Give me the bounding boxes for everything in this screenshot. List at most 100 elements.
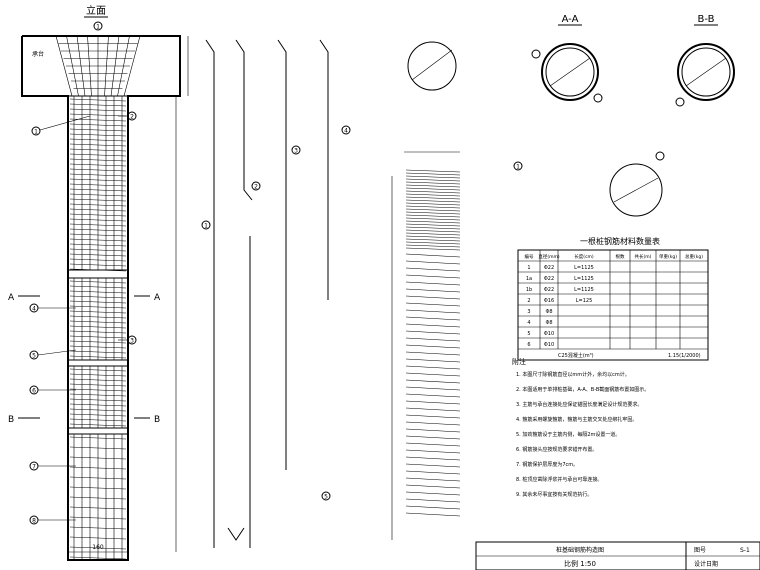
spiral-detail: 1 [391,151,523,540]
table-cell: L=1125 [574,276,594,282]
section-a-outer [541,43,599,101]
table-cell: L=1125 [574,287,594,293]
table-cell: Φ8 [545,309,552,315]
table-header-cell: 编号 [525,253,534,260]
drawing-no: S-1 [740,547,750,554]
section-circle-top [407,41,457,91]
callout-2: 2 [118,111,137,121]
soil-mark: 承台 [32,50,44,58]
cage-flare [55,35,141,97]
callout-6: 6 [29,385,76,395]
elevation-title: 立面 [86,4,106,17]
table-cell: Φ22 [544,287,554,293]
section-b-outer [677,43,735,101]
callout-7: 7 [29,461,76,471]
svg-text:4: 4 [32,306,36,313]
section-b-inner [681,47,731,97]
note-line: 7. 钢筋保护层厚度为7cm。 [516,461,578,468]
table-title: 一根桩钢筋材料数量表 [580,236,660,246]
section-a-title: A-A [562,14,579,25]
table-cell: 4 [527,320,530,326]
table-cell: Φ10 [544,342,554,348]
svg-text:2: 2 [130,114,134,121]
callout-top: 1 [93,21,103,31]
design-date: 设计日期 [694,560,718,568]
section-a-right: A [154,293,161,303]
table-cell: Φ10 [544,331,554,337]
bottom-width: 160 [92,544,104,551]
table-cell: 6 [527,342,530,348]
table-header-cell: 根数 [616,253,625,260]
note-line: 2. 本图适用于单排桩基础，A-A、B-B截面钢筋布置如图示。 [516,386,649,393]
svg-text:7: 7 [32,464,36,471]
drawing-no-label: 图号 [694,547,706,554]
table-cell: Φ22 [544,265,554,271]
callout-3: 3 [118,335,137,345]
svg-text:4: 4 [344,128,348,135]
table-cell: L=1125 [574,265,594,271]
svg-text:3: 3 [294,148,298,155]
table-header-cell: 单重(kg) [659,253,677,260]
bar-detail-4 [319,39,329,300]
notes: 附注 1. 本图尺寸除钢筋直径以mm计外，余均以cm计。 2. 本图适用于单排桩基… [512,357,649,498]
svg-text:3: 3 [130,338,134,345]
scale-text: 比例 1:50 [564,559,596,568]
section-b-title: B-B [698,14,715,25]
callout-4: 4 [29,303,76,313]
table-footer-label: C25混凝土(m³) [558,352,594,359]
section-circle-middle [609,163,663,217]
svg-text:5: 5 [324,494,328,501]
section-circles: A-A B-B [407,14,735,217]
table-header-cell: 总重(kg) [685,253,703,260]
bar-detail-hook [227,527,245,541]
note-line: 3. 主筋与承台连接处应保证锚固长度满足设计规范要求。 [516,401,642,408]
table-cell: 3 [527,309,530,315]
material-table: 一根桩钢筋材料数量表 编号直径(mm) 长度(cm) 根数 共长(m) 单重(kg) 总重… [517,236,709,361]
table-cell: 1b [526,287,532,293]
svg-text:1: 1 [34,129,38,136]
note-line: 1. 本图尺寸除钢筋直径以mm计外，余均以cm计。 [516,371,630,378]
table-cell: Φ8 [545,320,552,326]
note-line: 4. 箍筋采用螺旋箍筋，箍筋与主筋交叉处应绑扎牢固。 [516,416,637,423]
table-cell: L=125 [576,298,593,304]
table-header-cell: 直径(mm) [538,253,560,260]
svg-text:1: 1 [516,164,520,171]
bar-detail-2 [235,39,253,201]
table-cell: 5 [527,331,530,337]
table-header-cell: 长度(cm) [574,253,594,260]
bar-detail-1 [205,39,215,548]
notes-heading: 附注 [512,357,526,366]
table-header-cell: 共长(m) [635,253,652,260]
table-cell: Φ22 [544,276,554,282]
table-footer-value: 1.15(1/2000) [668,353,701,359]
svg-text:2: 2 [254,184,258,191]
section-a-inner [545,47,595,97]
table-cell: 2 [527,298,530,304]
elevation-view: 立面 承台 A A B B 160 1 1 [8,4,189,561]
spiral-hatch [405,169,461,517]
callout-8: 8 [29,515,76,525]
title-block: 桩基础钢筋构造图 比例 1:50 图号 S-1 设计日期 [475,541,760,570]
callout-5: 5 [29,349,77,360]
bar-detail-3 [277,39,287,470]
table-cell: 1 [527,265,530,271]
table-cell: Φ16 [544,298,554,304]
svg-text:6: 6 [32,388,36,395]
svg-text:1: 1 [96,24,100,31]
note-line: 6. 钢筋接头应按规范要求错开布置。 [516,446,597,453]
svg-text:8: 8 [32,518,36,525]
bar-details: 1 2 3 4 5 [201,39,351,548]
note-line: 8. 桩顶应凿除浮浆并与承台可靠连接。 [516,476,602,483]
table-cell: 1a [526,276,532,282]
project-title: 桩基础钢筋构造图 [556,546,604,554]
cage-segments [67,95,129,561]
section-b-left: B [8,415,14,425]
section-a-left: A [8,293,15,303]
svg-text:1: 1 [204,223,208,230]
callout-1: 1 [31,115,91,136]
section-b-right: B [154,415,160,425]
note-line: 9. 其余未尽事宜按有关规范执行。 [516,491,592,498]
note-line: 5. 加劲箍筋设于主筋内侧，每隔2m设置一道。 [516,431,620,438]
svg-text:5: 5 [32,353,36,360]
